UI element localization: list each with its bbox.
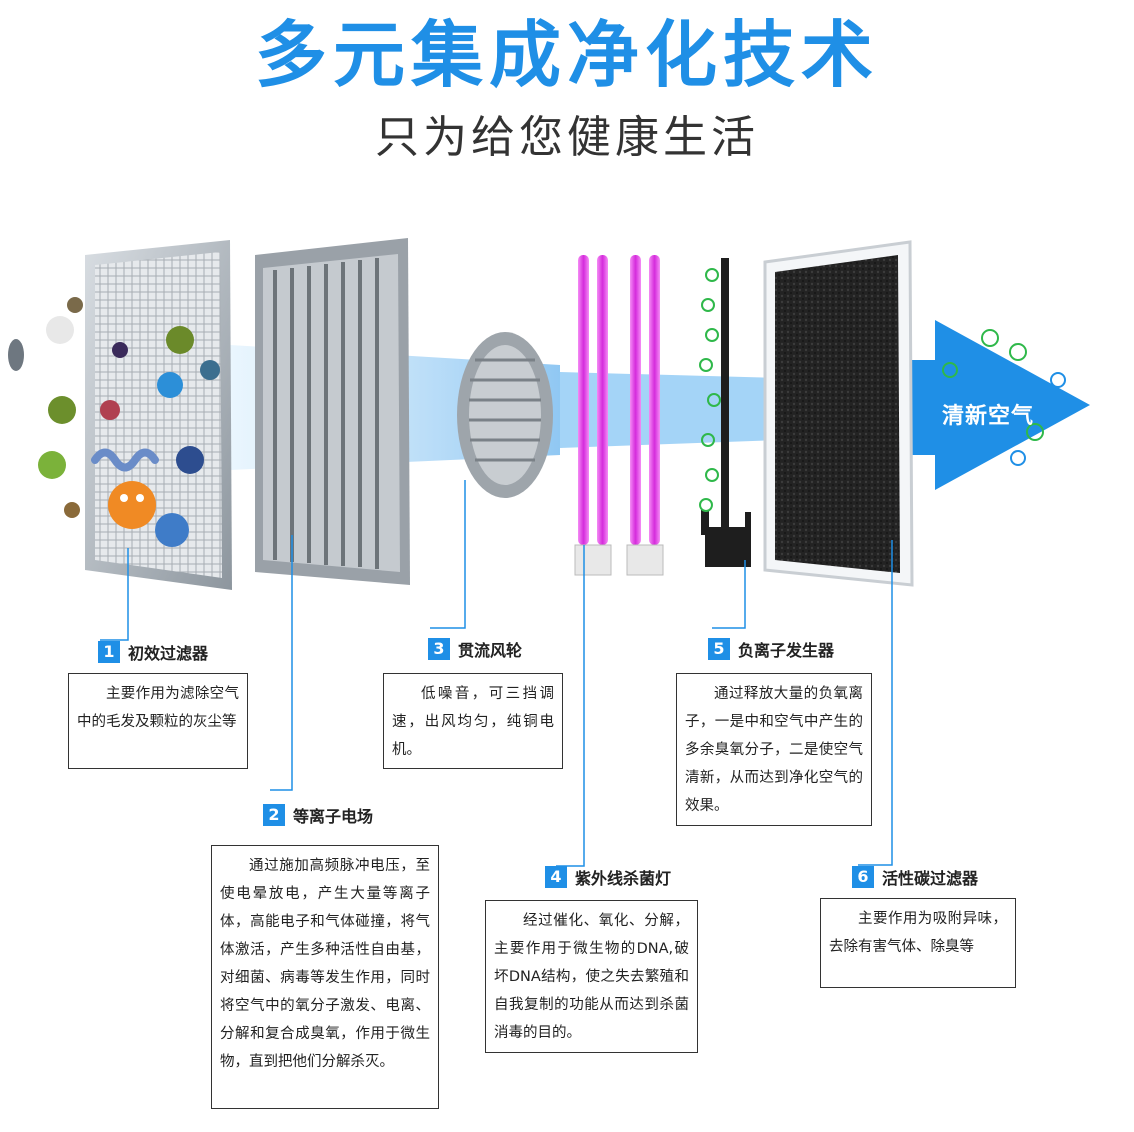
carbon-filter bbox=[763, 240, 914, 587]
page-title: 多元集成净化技术 bbox=[254, 13, 879, 97]
component-5-desc: 通过释放大量的负氧离子，一是中和空气中产生的多余臭氧分子，二是使空气清新，从而达… bbox=[676, 673, 872, 826]
fresh-air-arrow bbox=[880, 320, 1090, 490]
component-6-name: 活性碳过滤器 bbox=[882, 869, 979, 888]
ion-generator bbox=[701, 258, 751, 567]
component-4-desc: 经过催化、氧化、分解，主要作用于微生物的DNA,破坏DNA结构，使之失去繁殖和自… bbox=[485, 900, 698, 1053]
component-4-number: 4 bbox=[545, 866, 567, 888]
component-1-name: 初效过滤器 bbox=[128, 644, 209, 663]
component-2-desc: 通过施加高频脉冲电压，至使电晕放电，产生大量等离子体，高能电子和气体碰撞，将气体… bbox=[211, 845, 439, 1109]
component-3-desc: 低噪音，可三挡调速，出风均匀，纯铜电机。 bbox=[383, 673, 563, 769]
component-4-name: 紫外线杀菌灯 bbox=[575, 869, 672, 888]
component-2-label: 2 等离子电场 bbox=[263, 803, 373, 827]
fresh-air-label: 清新空气 bbox=[942, 404, 1035, 429]
plasma-field bbox=[255, 238, 410, 585]
component-1-label: 1 初效过滤器 bbox=[98, 640, 208, 664]
component-5-label: 5 负离子发生器 bbox=[708, 637, 834, 661]
dust-particle-icon bbox=[8, 297, 220, 518]
component-2-number: 2 bbox=[263, 804, 285, 826]
negative-ion-icon bbox=[699, 268, 1066, 512]
bacteria-icon bbox=[91, 372, 189, 547]
component-3-label: 3 贯流风轮 bbox=[428, 637, 522, 661]
component-1-desc: 主要作用为滤除空气中的毛发及颗粒的灰尘等 bbox=[68, 673, 248, 769]
component-5-name: 负离子发生器 bbox=[738, 641, 835, 660]
page-subtitle: 只为给您健康生活 bbox=[375, 112, 759, 163]
component-6-number: 6 bbox=[852, 866, 874, 888]
component-6-desc: 主要作用为吸附异味，去除有害气体、除臭等 bbox=[820, 898, 1016, 988]
component-3-name: 贯流风轮 bbox=[458, 641, 523, 660]
component-1-number: 1 bbox=[98, 641, 120, 663]
cross-flow-fan bbox=[457, 332, 553, 498]
component-3-number: 3 bbox=[428, 638, 450, 660]
component-2-name: 等离子电场 bbox=[293, 807, 374, 826]
component-4-label: 4 紫外线杀菌灯 bbox=[545, 865, 671, 889]
component-6-label: 6 活性碳过滤器 bbox=[852, 865, 978, 889]
component-5-number: 5 bbox=[708, 638, 730, 660]
uv-lamp bbox=[574, 255, 664, 576]
